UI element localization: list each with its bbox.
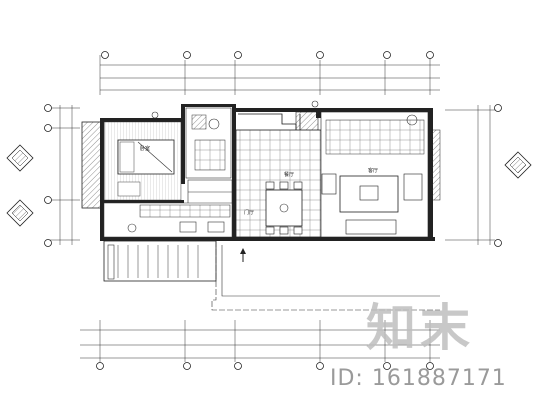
dining-area: 餐厅 门厅 xyxy=(235,129,322,238)
elevation-marker-right xyxy=(504,151,532,179)
left-dimension-lines xyxy=(44,104,80,247)
dining-label: 餐厅 xyxy=(284,171,294,178)
right-dimension-lines xyxy=(445,104,502,247)
elevation-marker-left-bottom xyxy=(6,199,34,227)
bathroom-area xyxy=(185,107,233,205)
axis-markers-top xyxy=(101,51,434,59)
watermark-logo: 知末 xyxy=(366,299,474,357)
entry-arrow-icon xyxy=(240,248,246,262)
building-walls xyxy=(81,104,435,241)
kitchen-area xyxy=(103,202,233,238)
entry-stairs xyxy=(103,240,217,282)
watermark-id: ID: 161887171 xyxy=(330,366,507,391)
bottom-dimension-lines xyxy=(80,320,440,362)
axis-markers-bottom xyxy=(96,362,434,370)
hall-label: 门厅 xyxy=(244,209,254,216)
elevation-marker-left-top xyxy=(6,144,34,172)
bedroom-label: 卧室 xyxy=(140,145,150,152)
bedroom: 卧室 xyxy=(103,121,182,201)
living-area: 客厅 xyxy=(320,111,441,238)
living-label: 客厅 xyxy=(368,167,378,174)
top-dimension-lines xyxy=(99,55,440,95)
ceiling-lamps xyxy=(151,100,319,119)
garden-path xyxy=(211,241,440,311)
